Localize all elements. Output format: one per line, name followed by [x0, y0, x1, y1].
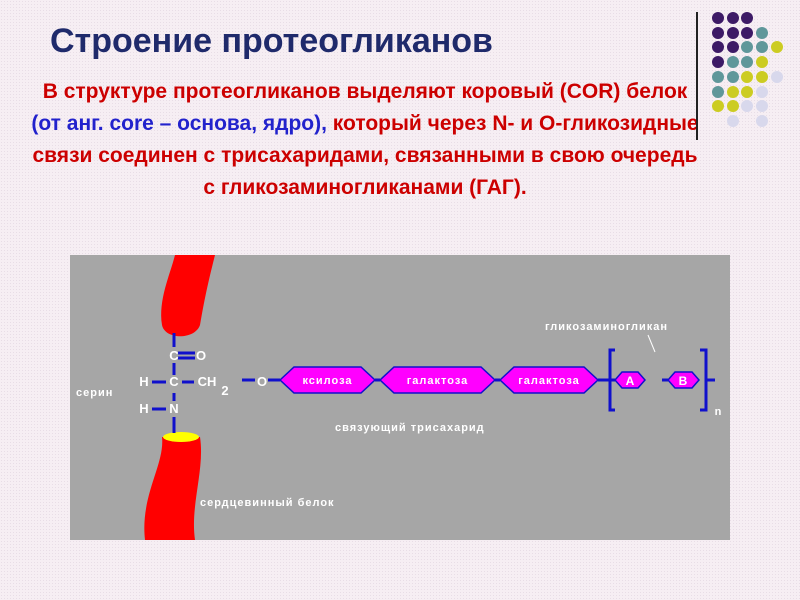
decor-dot [741, 26, 754, 39]
slide-text: В структуре протеогликанов выделяют коро… [30, 76, 700, 204]
decor-dot [741, 12, 754, 24]
decor-dot [756, 85, 769, 98]
decor-dot [712, 26, 724, 39]
decor-dot [756, 114, 769, 127]
sugar-label: галактоза [518, 375, 580, 387]
atom-h: H [139, 374, 148, 389]
atom-c: C [169, 348, 179, 363]
protein-top [161, 255, 215, 337]
decor-dot [726, 41, 739, 54]
decor-dot [726, 114, 739, 127]
gag-label: гликозаминогликан [545, 321, 668, 333]
atom-o: O [257, 374, 267, 389]
proteoglycan-diagram: C O H C CH 2 O H N n серин гликозаминогл… [70, 255, 730, 540]
decor-dot [726, 26, 739, 39]
monomer-b [667, 371, 700, 389]
monomer-b-label: B [679, 374, 688, 388]
decor-dot [741, 56, 754, 69]
text-part: В структуре протеогликанов выделяют коро… [42, 80, 688, 103]
sugar-1 [378, 366, 497, 394]
sugar-0 [278, 366, 377, 394]
text-part: который через N- и O-гликозидные связи с… [32, 112, 699, 199]
decor-dot [741, 70, 754, 83]
protein-end [163, 432, 199, 442]
monomer-a-label: A [626, 374, 635, 388]
atom-h: H [139, 401, 148, 416]
decor-dot [726, 12, 739, 24]
serine-label: серин [76, 387, 113, 399]
decor-dot [741, 85, 754, 98]
linker-label: связующий трисахарид [335, 422, 485, 434]
decor-dot [726, 100, 739, 113]
sugar-label: галактоза [407, 375, 469, 387]
decor-dot [756, 100, 769, 113]
decor-dot [712, 41, 724, 54]
decor-dot [712, 70, 724, 83]
monomer-a [614, 371, 646, 389]
decor-dot [770, 70, 783, 83]
atom-n: N [169, 401, 178, 416]
atom-ch: CH [198, 374, 217, 389]
subscript: 2 [221, 383, 228, 398]
decor-dot [756, 56, 769, 69]
text-highlight: (от анг. core – основа, ядро), [31, 112, 327, 135]
core-protein-label: сердцевинный белок [200, 497, 335, 509]
decor-dot [741, 100, 754, 113]
decor-dot [712, 85, 724, 98]
slide-title: Строение протеогликанов [50, 22, 493, 60]
decor-dot [741, 41, 754, 54]
sugar-2 [498, 366, 600, 394]
sugar-label: ксилоза [302, 375, 352, 387]
decor-line [696, 12, 698, 140]
decor-dot [726, 56, 739, 69]
decor-dot [756, 70, 769, 83]
decor-dot [712, 100, 724, 113]
decor-dot [770, 41, 783, 54]
decor-dot [712, 56, 724, 69]
decor-dot [726, 85, 739, 98]
decor-dot [756, 41, 769, 54]
protein-bottom [144, 437, 202, 540]
atom-c: C [169, 374, 179, 389]
subscript-n: n [715, 406, 722, 418]
atom-o: O [196, 348, 206, 363]
decor-dot [712, 12, 724, 24]
decor-dot [726, 70, 739, 83]
decor-dot [756, 26, 769, 39]
